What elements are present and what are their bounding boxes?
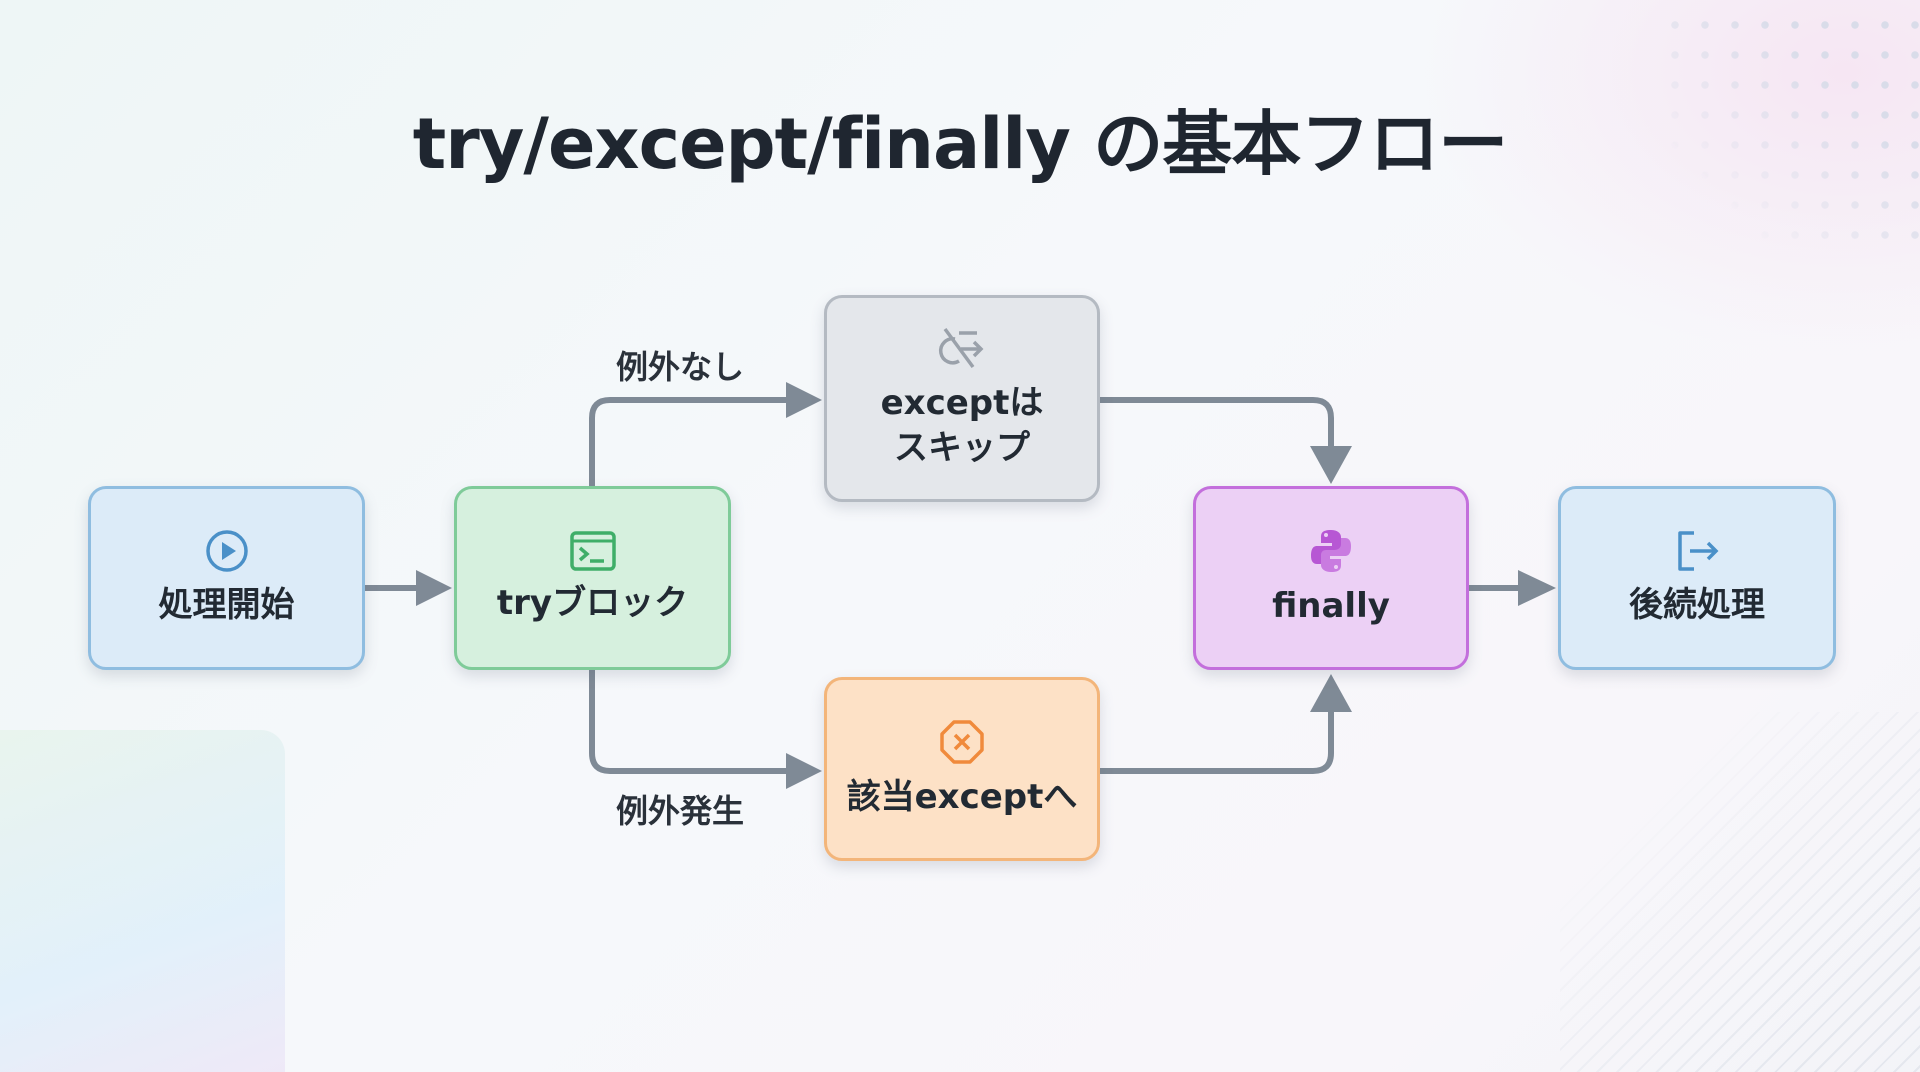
node-label: tryブロック — [496, 582, 689, 623]
node-label-line1: exceptは — [880, 383, 1044, 424]
node-label: exceptは スキップ — [881, 381, 1044, 469]
node-matching-except[interactable]: 該当exceptへ — [824, 677, 1100, 861]
arrowhead — [416, 570, 452, 606]
page-title: try/except/finally の基本フロー — [412, 103, 1508, 185]
python-icon — [1311, 529, 1351, 572]
arrowhead — [786, 382, 822, 418]
dot-pattern-decoration — [1660, 10, 1920, 260]
node-label: 後続処理 — [1629, 584, 1765, 625]
node-process-start[interactable]: 処理開始 — [88, 486, 365, 670]
play-circle-icon — [205, 530, 248, 572]
node-label: finally — [1272, 585, 1390, 626]
edge-label-exception-raised: 例外発生 — [616, 792, 745, 830]
arrowhead — [1310, 674, 1352, 712]
skip-arrow-icon — [938, 328, 984, 369]
arrowhead — [1310, 446, 1352, 484]
node-finally[interactable]: finally — [1193, 486, 1469, 670]
arrowhead — [1518, 570, 1556, 606]
node-except-skipped[interactable]: exceptは スキップ — [824, 295, 1100, 502]
connector-except-to-finally — [1100, 706, 1334, 774]
connector-try-to-skip — [589, 397, 792, 486]
exit-arrow-icon — [1678, 531, 1719, 571]
connector-skip-to-finally — [1100, 397, 1334, 452]
stripe-pattern-decoration — [1560, 712, 1920, 1072]
connector-try-to-except — [589, 670, 792, 774]
arrowhead — [786, 753, 822, 789]
edge-label-no-exception: 例外なし — [616, 348, 745, 386]
node-label: 該当exceptへ — [846, 776, 1078, 817]
gradient-card-decoration — [0, 730, 285, 1072]
terminal-window-icon — [569, 531, 616, 571]
x-octagon-icon — [940, 720, 984, 764]
node-label-line2: スキップ — [893, 427, 1030, 468]
node-label: 処理開始 — [158, 584, 295, 625]
node-try-block[interactable]: tryブロック — [454, 486, 731, 670]
node-subsequent-process[interactable]: 後続処理 — [1558, 486, 1836, 670]
